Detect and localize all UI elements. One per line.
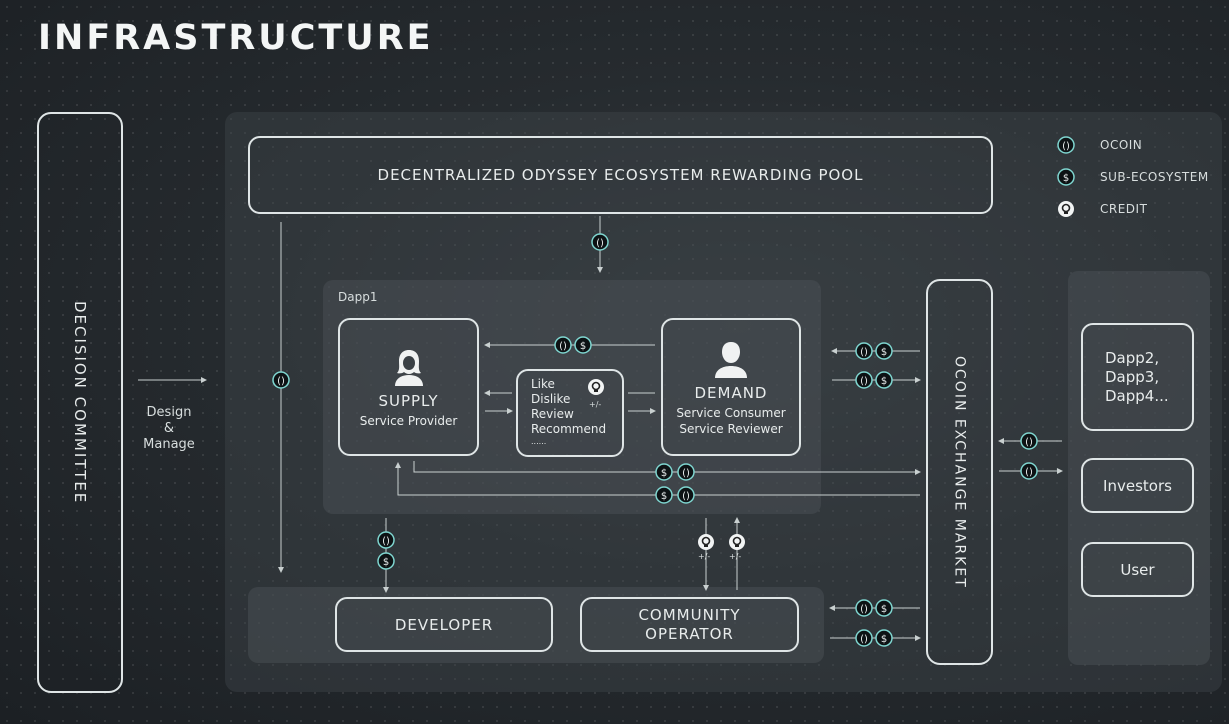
legend-item-credit: CREDIT [1057,200,1147,222]
operator-credit-pm-2: +/- [729,552,742,561]
dapp3-label: Dapp3, [1105,367,1160,386]
sub-ecosystem-icon [875,629,893,647]
legend-label-ocoin: OCOIN [1100,138,1143,152]
ocoin-icon [677,486,695,504]
community-label: COMMUNITY [638,605,741,624]
feedback-like: Like [531,377,555,391]
demand-line2: Service Reviewer [679,422,783,436]
sub-ecosystem-icon [574,336,592,354]
feedback-plus-minus: +/- [589,400,602,409]
sub-ecosystem-icon [655,486,673,504]
legend-label-sub-ecosystem: SUB-ECOSYSTEM [1100,170,1209,184]
sub-ecosystem-icon [875,371,893,389]
ocoin-icon [1020,432,1038,450]
feedback-ellipsis: ...... [531,437,547,446]
dapp1-label: Dapp1 [338,290,378,304]
ocoin-icon [554,336,572,354]
investors-box: Investors [1081,458,1194,513]
credit-icon [588,379,604,395]
dapps-box: Dapp2, Dapp3, Dapp4... [1081,323,1194,431]
legend-item-ocoin: () OCOIN [1057,136,1142,158]
supply-subtitle: Service Provider [359,414,458,428]
ocoin-icon [377,531,395,549]
legend-label-credit: CREDIT [1100,202,1148,216]
rewarding-pool-label: DECENTRALIZED ODYSSEY ECOSYSTEM REWARDIN… [377,166,864,184]
coin-badges [272,233,1038,647]
ocoin-icon [1020,462,1038,480]
legend: () OCOIN $ SUB-ECOSYSTEM CREDIT [1057,136,1222,226]
ocoin-icon [272,371,290,389]
developer-label: DEVELOPER [394,615,494,634]
user-label: User [1120,560,1155,579]
operator-credit-pm-1: +/- [698,552,711,561]
decision-committee-box: DECISION COMMITTEE [37,112,123,693]
supply-box: SUPPLY Service Provider [338,318,479,456]
legend-item-sub-ecosystem: $ SUB-ECOSYSTEM [1057,168,1208,190]
dapp4-label: Dapp4... [1105,386,1169,405]
design-manage-label: Design & Manage [138,405,200,453]
rewarding-pool-box: DECENTRALIZED ODYSSEY ECOSYSTEM REWARDIN… [248,136,993,214]
ampersand-label: & [163,421,175,436]
user-box: User [1081,542,1194,597]
svg-text:$: $ [1063,173,1069,184]
design-label: Design [146,405,192,420]
manage-label: Manage [143,437,195,452]
demand-box: DEMAND Service Consumer Service Reviewer [661,318,801,456]
credit-icon [728,533,746,551]
supply-title: SUPPLY [378,392,439,410]
sub-ecosystem-icon: $ [1057,168,1075,186]
ocoin-icon [855,629,873,647]
demand-line1: Service Consumer [676,406,786,420]
ocoin-icon [855,599,873,617]
ocoin-icon [855,342,873,360]
credit-icon [1058,201,1074,217]
page-title: INFRASTRUCTURE [38,18,434,58]
sub-ecosystem-icon [377,552,395,570]
ocoin-icon [677,463,695,481]
ocoin-icon: () [1057,136,1075,154]
developer-box: DEVELOPER [335,597,553,652]
female-person-icon [394,350,423,386]
arrow-lines [138,216,1063,641]
decision-committee-label: DECISION COMMITTEE [71,300,89,505]
male-person-icon [715,342,747,378]
ocoin-icon [591,233,609,251]
credit-icon [697,533,715,551]
ocoin-icon [855,371,873,389]
sub-ecosystem-icon [655,463,673,481]
operator-label: OPERATOR [645,624,734,643]
feedback-review: Review [531,407,574,421]
feedback-box: Like Dislike Review Recommend ...... [516,369,624,457]
dapp2-label: Dapp2, [1105,348,1160,367]
feedback-dislike: Dislike [531,392,571,406]
investors-label: Investors [1103,476,1172,495]
sub-ecosystem-icon [875,599,893,617]
sub-ecosystem-icon [875,342,893,360]
feedback-recommend: Recommend [531,422,607,436]
demand-title: DEMAND [694,384,768,402]
exchange-market-box: OCOIN EXCHANGE MARKET [926,279,993,665]
feedback-credit: +/- [587,378,605,409]
svg-text:(): () [1062,141,1070,152]
community-operator-box: COMMUNITY OPERATOR [580,597,799,652]
exchange-market-label: OCOIN EXCHANGE MARKET [951,355,968,589]
